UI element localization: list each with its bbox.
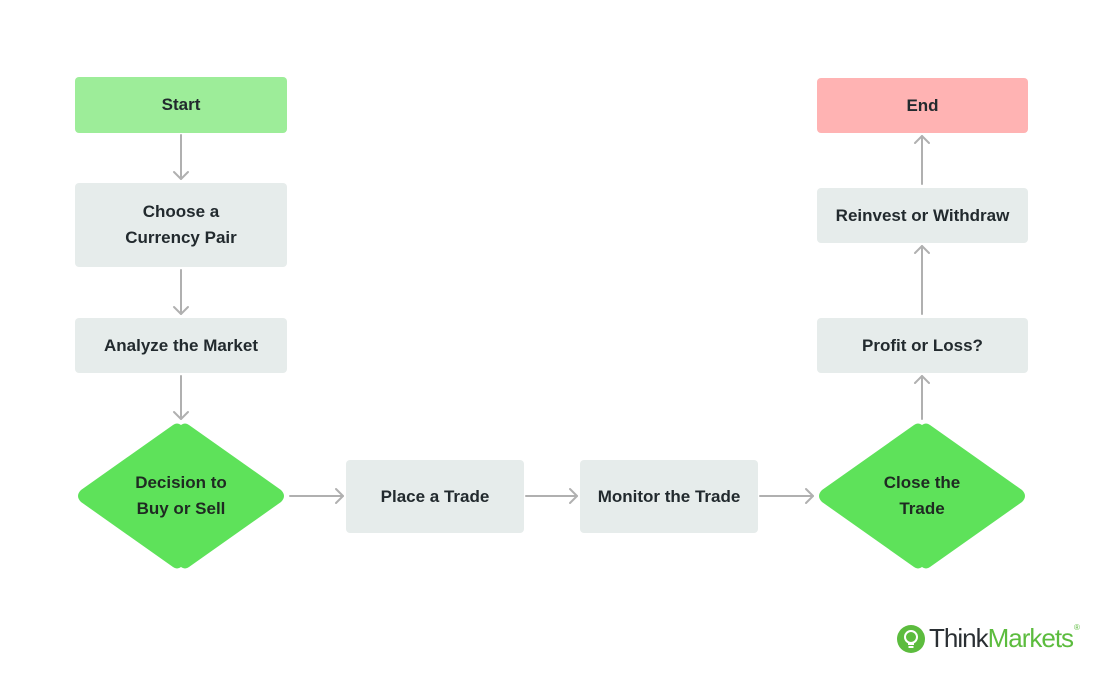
arrow-choose-to-analyze bbox=[173, 269, 189, 315]
start-label: Start bbox=[161, 95, 201, 114]
arrow-profit-to-reinvest bbox=[914, 245, 930, 315]
profit-or-loss-label: Profit or Loss? bbox=[862, 335, 983, 355]
reinvest-or-withdraw-label: Reinvest or Withdraw bbox=[835, 205, 1010, 225]
close-trade-label: Close the Trade bbox=[883, 473, 961, 518]
monitor-trade-node: Monitor the Trade bbox=[580, 460, 758, 533]
decision-label: Decision to Buy or Sell bbox=[135, 473, 227, 518]
decision-diamond bbox=[78, 423, 284, 569]
place-trade-label: Place a Trade bbox=[380, 486, 490, 506]
logo-think: Think bbox=[929, 623, 989, 653]
choose-currency-pair-label: Choose a Currency Pair bbox=[125, 202, 237, 247]
end-node: End bbox=[817, 78, 1028, 133]
close-trade-node: Close the Trade bbox=[816, 422, 1028, 570]
logo-wordmark: ThinkMarkets® bbox=[929, 623, 1080, 654]
close-trade-diamond bbox=[819, 423, 1025, 569]
logo-markets: Markets bbox=[987, 623, 1074, 653]
analyze-market-label: Analyze the Market bbox=[104, 335, 258, 355]
end-label: End bbox=[906, 95, 939, 115]
logo-registered-mark: ® bbox=[1074, 623, 1080, 632]
profit-or-loss-node: Profit or Loss? bbox=[817, 318, 1028, 373]
arrow-close-to-profit bbox=[914, 375, 930, 420]
monitor-trade-label: Monitor the Trade bbox=[597, 486, 741, 506]
arrow-monitor-to-close bbox=[759, 488, 814, 504]
arrow-reinvest-to-end bbox=[914, 135, 930, 185]
arrow-place-to-monitor bbox=[525, 488, 578, 504]
arrow-analyze-to-decision bbox=[173, 375, 189, 420]
reinvest-or-withdraw-node: Reinvest or Withdraw bbox=[817, 188, 1028, 243]
arrow-decision-to-place bbox=[289, 488, 344, 504]
start-node: Start bbox=[75, 77, 287, 133]
arrow-start-to-choose bbox=[173, 134, 189, 180]
lightbulb-icon bbox=[897, 624, 925, 653]
place-trade-node: Place a Trade bbox=[346, 460, 524, 533]
choose-currency-pair-node: Choose a Currency Pair bbox=[75, 183, 287, 267]
decision-node: Decision to Buy or Sell bbox=[75, 422, 287, 570]
analyze-market-node: Analyze the Market bbox=[75, 318, 287, 373]
thinkmarkets-logo: ThinkMarkets® bbox=[896, 623, 1080, 654]
